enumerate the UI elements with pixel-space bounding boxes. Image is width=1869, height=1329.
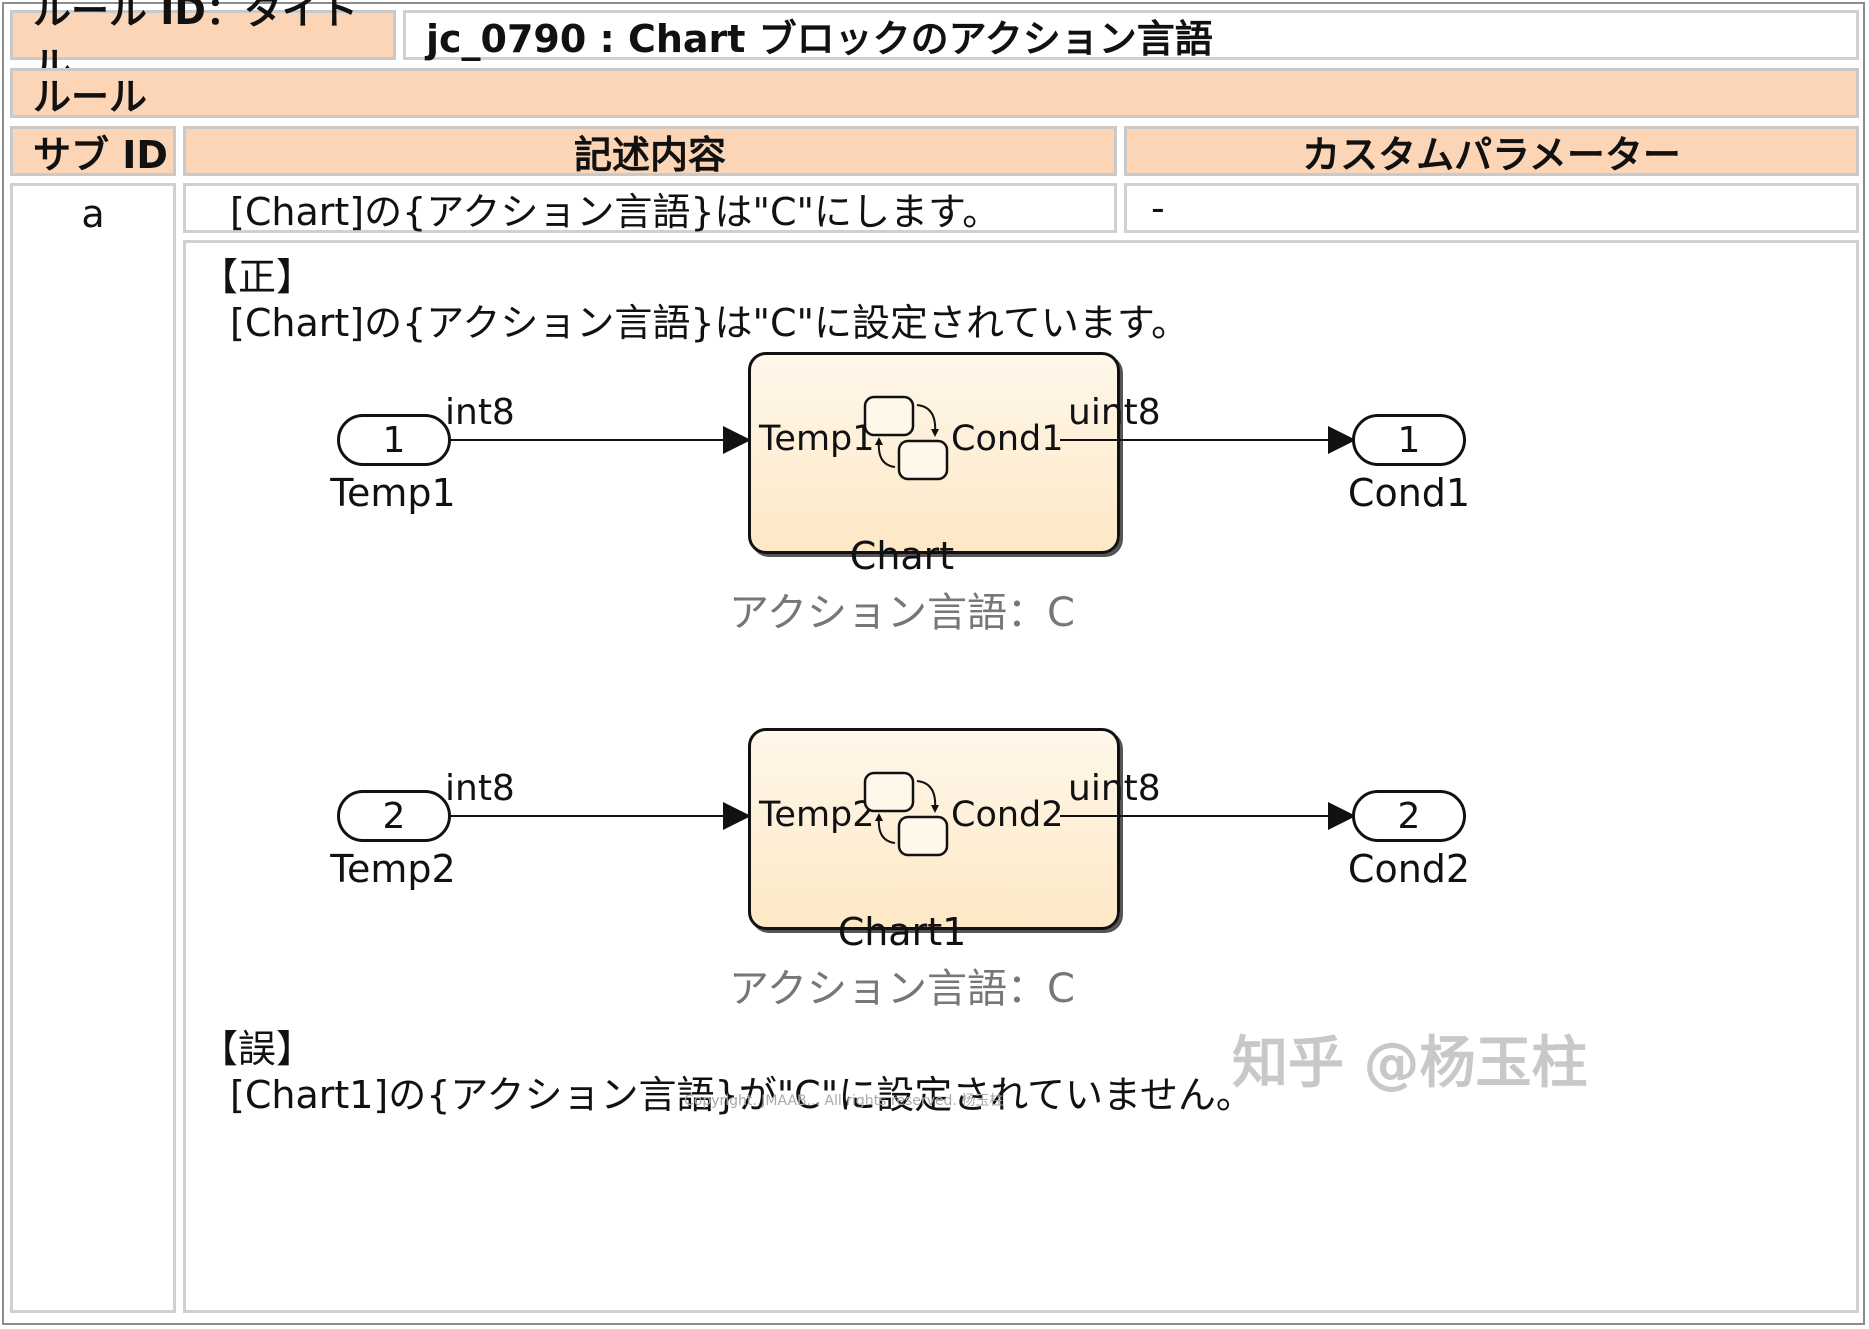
chart-2-action-language: アクション言語：C [729, 966, 1075, 1012]
signal-1-out-type: uint8 [1068, 392, 1161, 433]
col-header-custom-params: カスタムパラメーター [1124, 126, 1859, 177]
rule-title-cell: jc_0790 : Chart ブロックのアクション言語 [403, 10, 1859, 61]
arrowhead-1-out [1328, 426, 1356, 454]
chart-1-action-language: アクション言語：C [729, 590, 1075, 636]
rule-section-header: ルール [10, 68, 1859, 119]
outport-1-label: Cond1 [1347, 471, 1471, 515]
col-header-description: 記述内容 [183, 126, 1117, 177]
chart-2-in-port: Temp2 [759, 795, 875, 835]
rule-section-label: ルール [33, 74, 148, 119]
signal-line-2-in [451, 815, 725, 817]
outport-1-number: 1 [1397, 419, 1421, 461]
rule-id-label-cell: ルール ID：タイトル [10, 0, 396, 88]
chart-2-name: Chart1 [837, 910, 967, 954]
stateflow-icon [863, 395, 949, 481]
signal-line-1-in [451, 439, 725, 441]
signal-line-2-out [1060, 815, 1332, 817]
sub-id-value: a [81, 192, 105, 236]
correct-heading: 【正】 [200, 255, 315, 299]
description-text: [Chart]の{アクション言語}は"C"にします。 [230, 189, 1001, 234]
stateflow-icon [863, 771, 949, 857]
signal-line-1-out [1060, 439, 1332, 441]
signal-2-out-type: uint8 [1068, 768, 1161, 809]
chart-2-out-port: Cond2 [951, 795, 1064, 835]
sub-id-cell: a [10, 183, 176, 1313]
inport-2[interactable]: 2 [337, 790, 451, 842]
arrowhead-2-out [1328, 802, 1356, 830]
correct-text: [Chart]の{アクション言語}は"C"に設定されています。 [230, 301, 1190, 345]
inport-2-number: 2 [382, 795, 406, 837]
col-description-label: 記述内容 [573, 132, 726, 177]
col-custom-params-label: カスタムパラメーター [1302, 132, 1681, 177]
chart-block-1[interactable]: Temp1 Cond1 [748, 352, 1120, 554]
outport-2-number: 2 [1397, 795, 1421, 837]
chart-1-name: Chart [849, 534, 955, 578]
inport-2-label: Temp2 [330, 847, 456, 891]
watermark: 知乎 @杨玉柱 [1232, 1031, 1588, 1096]
signal-1-in-type: int8 [445, 392, 515, 433]
description-cell: [Chart]の{アクション言語}は"C"にします。 [183, 183, 1117, 234]
incorrect-text: [Chart1]の{アクション言語}が"C"に設定されていません。 [230, 1073, 1254, 1117]
signal-2-in-type: int8 [445, 768, 515, 809]
col-header-sub-id: サブ ID [10, 126, 176, 177]
chart-1-in-port: Temp1 [759, 419, 875, 459]
custom-params-cell: - [1124, 183, 1859, 233]
inport-1-number: 1 [382, 419, 406, 461]
chart-block-2[interactable]: Temp2 Cond2 [748, 728, 1120, 930]
outport-2[interactable]: 2 [1352, 790, 1466, 842]
inport-1[interactable]: 1 [337, 414, 451, 466]
col-sub-id-label: サブ ID [33, 132, 168, 177]
arrowhead-2-in [723, 802, 751, 830]
inport-1-label: Temp1 [330, 471, 456, 515]
arrowhead-1-in [723, 426, 751, 454]
outport-1[interactable]: 1 [1352, 414, 1466, 466]
copyright-text: Copyright. JMAAB... All rights reserved.… [684, 1093, 1004, 1109]
outport-2-label: Cond2 [1347, 847, 1471, 891]
incorrect-heading: 【誤】 [200, 1027, 315, 1071]
rule-title: jc_0790 : Chart ブロックのアクション言語 [426, 16, 1213, 61]
custom-params-value: - [1151, 186, 1165, 230]
chart-1-out-port: Cond1 [951, 419, 1064, 459]
